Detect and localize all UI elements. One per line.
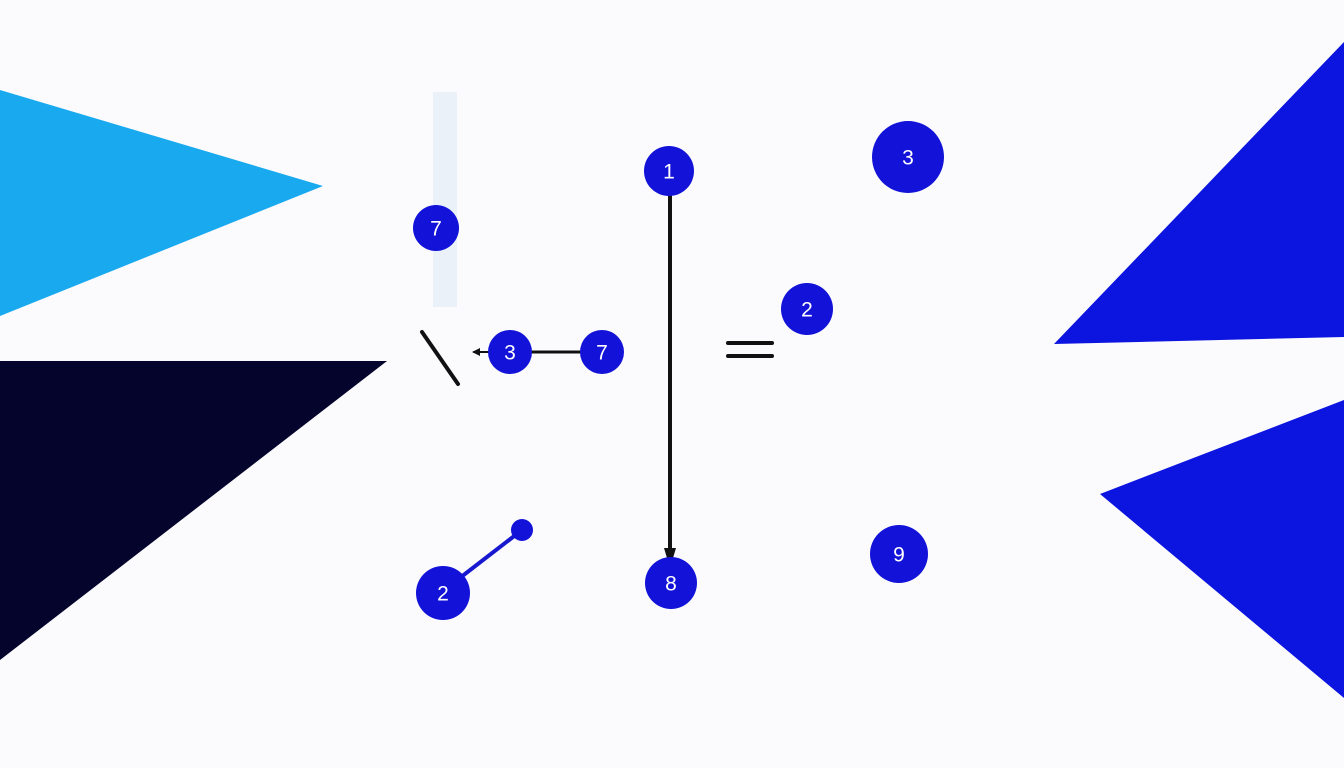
node-label: 2 [801, 299, 813, 322]
node-label: 8 [665, 573, 677, 596]
faint-column-mark [433, 92, 457, 307]
node-label: 9 [893, 544, 905, 567]
node-label: 2 [437, 583, 449, 606]
node-7-middle[interactable]: 7 [580, 330, 624, 374]
node-9[interactable]: 9 [870, 525, 928, 583]
node-3-top-right[interactable]: 3 [872, 121, 944, 193]
node-2-right[interactable]: 2 [781, 283, 833, 335]
connector-end-dot[interactable] [511, 519, 533, 541]
node-label: 1 [663, 161, 675, 184]
node-3-left[interactable]: 3 [488, 330, 532, 374]
triangle-royal-bottom-right [1100, 400, 1344, 698]
triangle-royal-top-right [1054, 42, 1344, 344]
triangle-sky-left [0, 90, 323, 316]
node-2-bottom-left[interactable]: 2 [416, 566, 470, 620]
node-1[interactable]: 1 [644, 146, 694, 196]
triangle-navy-left [0, 361, 387, 660]
diagonal-connector[interactable] [450, 528, 524, 586]
node-7-upper-left[interactable]: 7 [413, 205, 459, 251]
arrow-stub-left-head [472, 348, 480, 356]
node-8[interactable]: 8 [645, 557, 697, 609]
node-label: 3 [902, 147, 914, 170]
node-label: 7 [430, 218, 442, 241]
node-label: 3 [504, 342, 516, 365]
backslash-mark [420, 330, 460, 386]
node-label: 7 [596, 342, 608, 365]
